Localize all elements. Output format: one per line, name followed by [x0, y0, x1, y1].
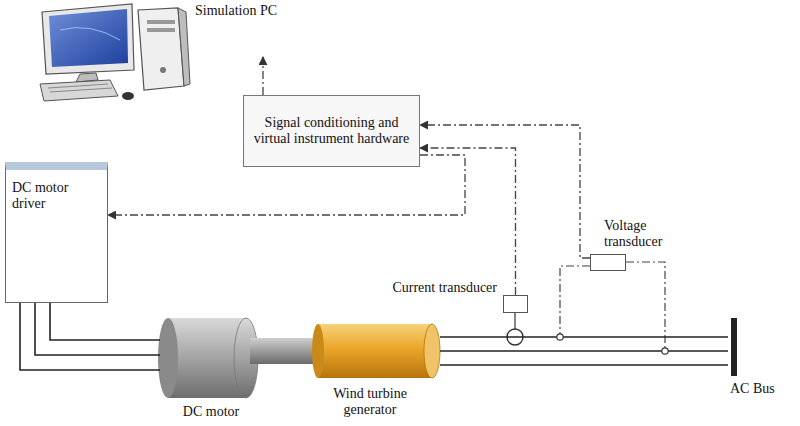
- node-label: Simulation PC: [195, 3, 320, 19]
- motor-shaft: [250, 338, 322, 364]
- motor-node: DC motor: [160, 318, 258, 423]
- power-wire: [20, 303, 160, 370]
- power-wire: [440, 336, 728, 338]
- power-wire: [440, 364, 728, 366]
- bus-node: AC Bus: [728, 318, 790, 403]
- node-label: DC motor driver: [12, 180, 101, 212]
- transducer-node: Voltage transducer: [588, 218, 680, 272]
- sensor-lead: [626, 262, 665, 348]
- node-label: Voltage transducer: [604, 218, 680, 250]
- signal-connector: [262, 57, 263, 95]
- signal-connector: [420, 148, 516, 295]
- node-label: AC Bus: [730, 381, 790, 397]
- node-label: Current transducer: [385, 280, 497, 296]
- transducer-node: Current transducer: [385, 280, 530, 315]
- sensor-lead: [560, 266, 590, 334]
- label-area: [190, 15, 320, 57]
- sensor-lead: [514, 313, 515, 329]
- computer-node: Simulation PC: [30, 0, 320, 100]
- transducer-box: [590, 254, 626, 271]
- driver-box: DC motor driver: [5, 162, 108, 303]
- signal-connector: [420, 125, 590, 258]
- dc-motor-illustration: [158, 318, 258, 398]
- generator-node: Wind turbine generator: [300, 322, 440, 422]
- node-label: Signal conditioning and virtual instrume…: [252, 115, 411, 147]
- process-box: Signal conditioning and virtual instrume…: [243, 95, 420, 167]
- tap-points: [557, 334, 668, 354]
- node-label: Wind turbine generator: [314, 386, 426, 418]
- power-wire: [440, 350, 728, 352]
- power-wire: [35, 303, 160, 355]
- generator-illustration: [312, 324, 440, 378]
- node-label: DC motor: [164, 404, 258, 420]
- power-wire: [50, 303, 160, 340]
- bus-bar: [731, 318, 737, 376]
- computer-illustration: [40, 4, 190, 101]
- transducer-box: [503, 295, 528, 313]
